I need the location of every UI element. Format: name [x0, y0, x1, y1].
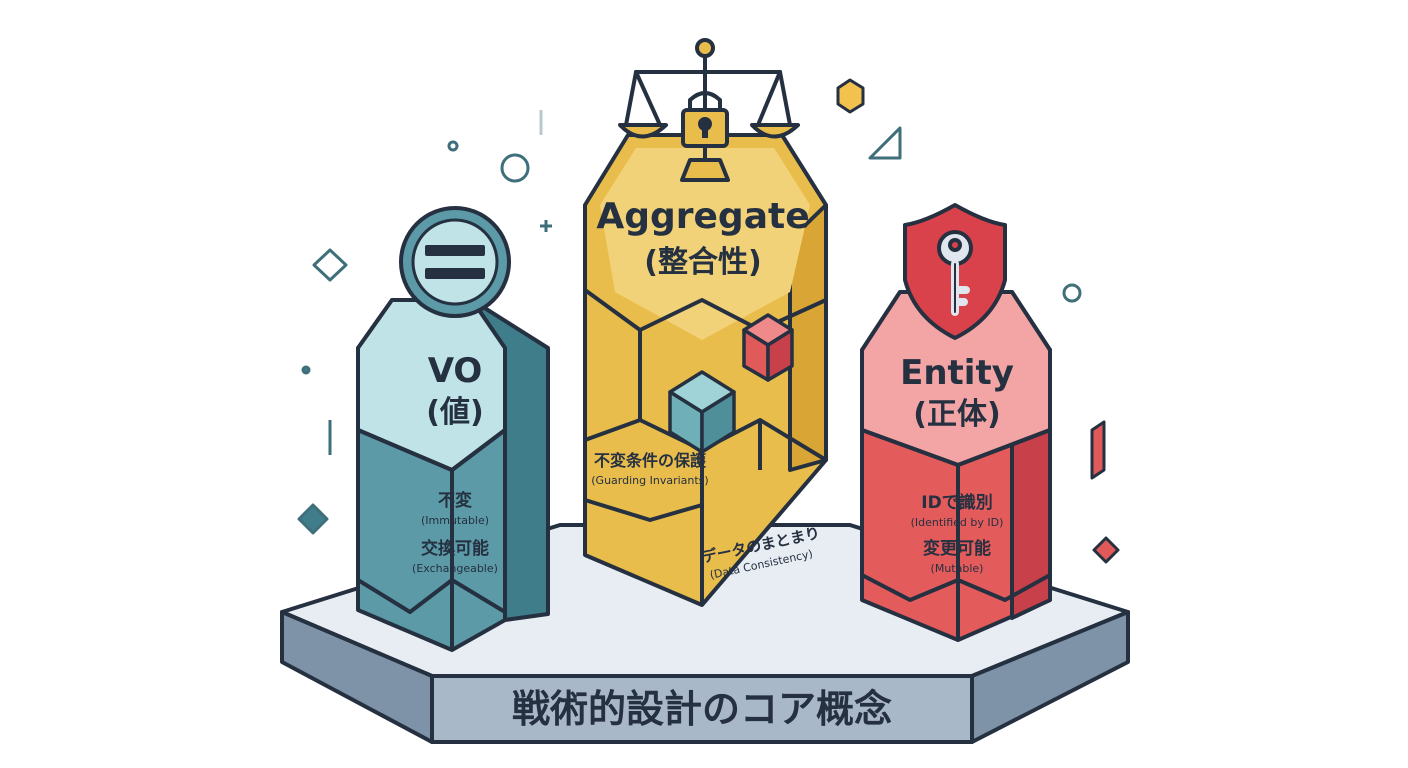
diamond-decoration: [312, 248, 348, 282]
entity-trait-2-jp: 変更可能: [923, 538, 991, 559]
decorations: [297, 110, 1082, 535]
scales-lock-icon: [618, 38, 800, 182]
vo-facet-line-3: [356, 578, 507, 614]
aggregate-pillar: [583, 133, 828, 607]
aggregate-jp: (整合性): [644, 245, 761, 280]
vo-jp: (値): [426, 395, 483, 430]
red-cube-icon: [742, 313, 794, 382]
entity-jp: (正体): [913, 397, 1000, 432]
aggregate-head-highlight: [600, 148, 810, 340]
entity-pillar: [860, 290, 1052, 642]
vo-pillar: [356, 298, 550, 652]
aggregate-facet-1: [583, 288, 827, 332]
vo-name: VO: [428, 351, 483, 391]
platform-front: [430, 674, 974, 744]
dot-decoration: [447, 140, 459, 152]
entity-trait-2-en: (Mutable): [931, 562, 984, 575]
red-parallelogram-decoration: [1090, 420, 1106, 480]
entity-trait-1-jp: IDで識別: [921, 492, 992, 513]
shield-key-icon: [903, 203, 1007, 340]
diagram-title: 戦術的設計のコア概念: [512, 687, 892, 731]
aggregate-trait-1-jp: 不変条件の保護: [594, 451, 707, 470]
circle-decoration: [500, 153, 530, 183]
equals-icon: [399, 206, 511, 318]
aggregate-trait-1-en: (Guarding Invariants): [591, 474, 708, 487]
diamond-decoration: [297, 503, 329, 535]
entity-facet-3: [861, 573, 1051, 602]
aggregate-facet-5: [584, 498, 703, 522]
red-diamond-decoration: [1092, 536, 1120, 564]
aggregate-name: Aggregate: [596, 196, 809, 237]
dot-decoration: [301, 365, 311, 375]
hexagon-decoration: [836, 78, 865, 114]
entity-name: Entity: [900, 353, 1014, 393]
vo-trait-2-jp: 交換可能: [421, 538, 489, 559]
teal-cube-icon: [668, 370, 736, 454]
triangle-decoration: [868, 126, 902, 160]
circle-decoration: [1062, 283, 1082, 303]
vo-trait-2-en: (Exchangeable): [412, 562, 498, 575]
plus-decoration: [540, 220, 552, 232]
entity-trait-1-en: (Identified by ID): [911, 516, 1004, 529]
vo-trait-1-en: (Immutable): [421, 514, 489, 527]
vo-trait-1-jp: 不変: [438, 490, 472, 511]
